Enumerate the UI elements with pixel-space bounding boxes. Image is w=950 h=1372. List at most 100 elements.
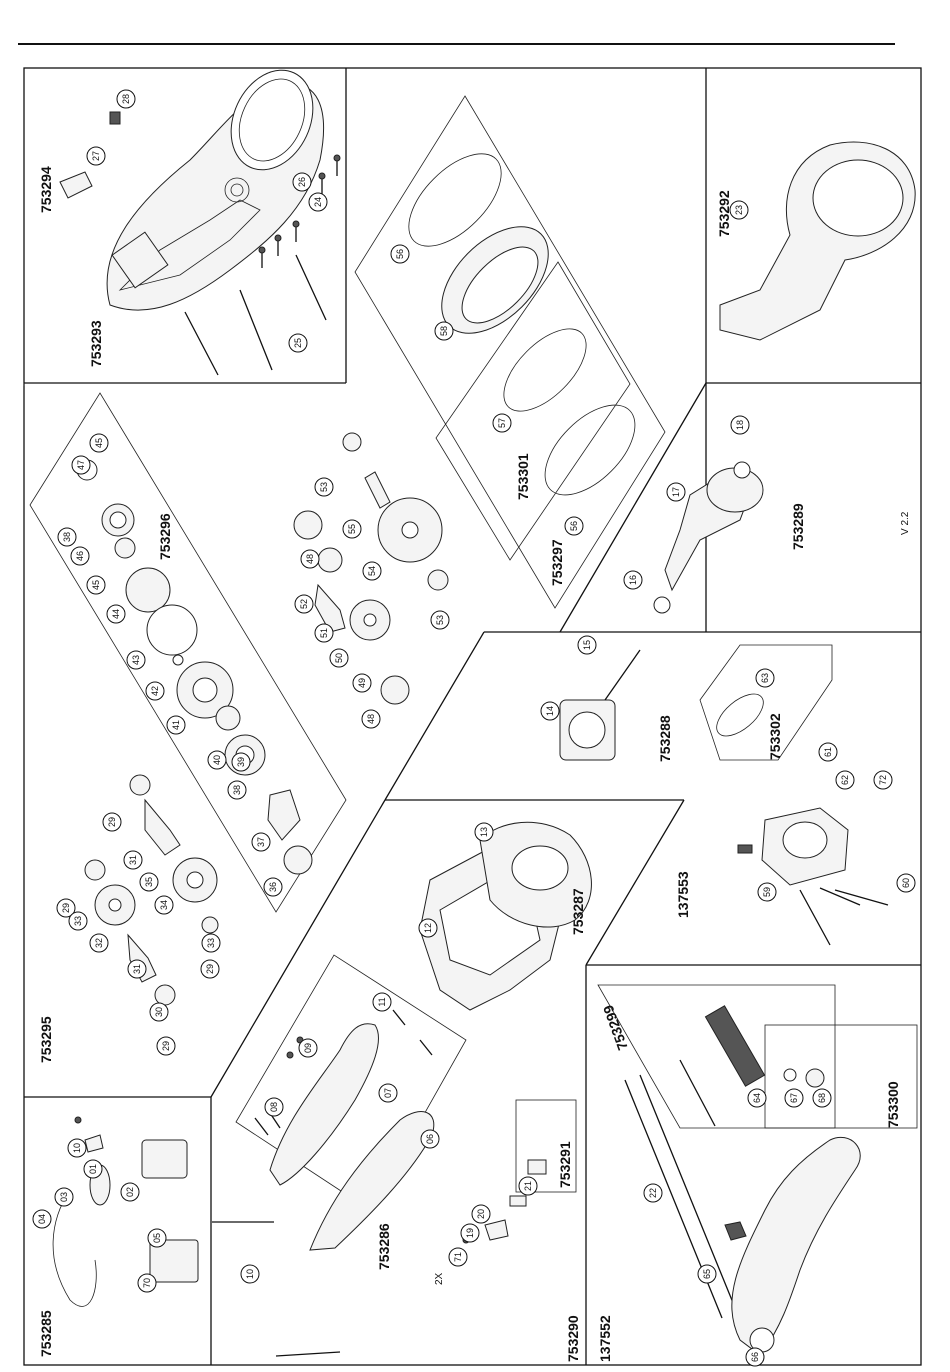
part-number: 12 [423,923,433,933]
group-label-753296: 753296 [157,513,173,560]
sheet-frame [23,67,922,1366]
part-bubble: 54 [362,561,382,581]
part-number: 10 [72,1143,82,1153]
part-number: 59 [762,887,772,897]
part-bubble: 51 [314,623,334,643]
part-bubble: 47 [71,455,91,475]
part-bubble: 46 [70,546,90,566]
part-number: 71 [453,1252,463,1262]
part-bubble: 13 [474,822,494,842]
part-bubble: 24 [308,192,328,212]
group-label-753286: 753286 [376,1223,392,1270]
part-number: 14 [545,706,555,716]
part-bubble: 60 [896,873,916,893]
group-outlines [23,95,918,1211]
part-number: 18 [735,420,745,430]
group-label-753300: 753300 [885,1081,901,1128]
part-bubble: 53 [314,477,334,497]
group-label-753289: 753289 [790,503,806,550]
part-bubble: 63 [755,668,775,688]
part-number: 13 [479,827,489,837]
part-number: 44 [111,609,121,619]
group-label-753302: 753302 [767,713,783,760]
part-bubble: 33 [201,933,221,953]
group-label-753294: 753294 [38,166,54,213]
part-number: 24 [313,197,323,207]
part-bubble: 38 [227,780,247,800]
part-bubble: 31 [123,850,143,870]
group-label-753290: 753290 [565,1315,581,1362]
screws-24 [258,154,341,268]
part-bubble: 48 [300,549,320,569]
screws-10 [212,1221,341,1357]
part-number: 05 [152,1233,162,1243]
group-label-753297: 753297 [549,539,565,586]
part-number: 40 [212,755,222,765]
part-number: 53 [319,482,329,492]
part-number: 15 [582,640,592,650]
part-number: 54 [367,566,377,576]
part-number: 35 [144,877,154,887]
group-label-753288: 753288 [657,715,673,762]
part-number: 68 [817,1093,827,1103]
part-bubble: 19 [460,1223,480,1243]
section-dividers [24,68,921,1365]
group-label-753291: 753291 [557,1141,573,1188]
shaft-assembly-drawing [84,774,219,1006]
part-bubble: 61 [818,742,838,762]
part-bubble: 07 [378,1083,398,1103]
part-number: 16 [628,575,638,585]
part-bubble: 32 [89,933,109,953]
part-bubble: 23 [729,200,749,220]
part-number: 42 [150,686,160,696]
part-number: 34 [159,900,169,910]
brush-holder-27 [59,171,93,199]
part-number: 41 [171,720,181,730]
part-number: 08 [269,1102,279,1112]
part-bubble: 42 [145,681,165,701]
part-bubble: 29 [102,812,122,832]
part-number: 02 [125,1187,135,1197]
wrench-drawing [624,1074,861,1356]
cover-753292-drawing [719,141,916,341]
part-bubble: 06 [420,1129,440,1149]
part-number: 31 [132,964,142,974]
part-bubble: 45 [86,575,106,595]
part-bubble: 70 [137,1273,157,1293]
group-label-753287: 753287 [570,888,586,935]
group-label-753299: 753299 [600,1003,631,1053]
part-number: 37 [256,837,266,847]
part-number: 55 [347,524,357,534]
part-number: 30 [154,1007,164,1017]
tommy-bar-drawing [679,1005,825,1127]
part-number: 57 [497,418,507,428]
part-number: 53 [435,615,445,625]
part-number: 64 [752,1093,762,1103]
long-bolts-25 [184,254,327,376]
part-bubble: 49 [352,673,372,693]
brush-items-drawing [462,1159,547,1244]
center-gears-drawing [293,432,449,705]
part-bubble: 21 [518,1176,538,1196]
part-bubble: 53 [430,610,450,630]
part-bubble: 35 [139,872,159,892]
part-bubble: 48 [361,709,381,729]
part-number: 29 [205,964,215,974]
part-number: 17 [671,487,681,497]
group-label-137553: 137553 [675,871,691,918]
part-number: 48 [366,714,376,724]
part-bubble: 44 [106,604,126,624]
part-number: 45 [94,438,104,448]
part-number: 67 [789,1093,799,1103]
part-bubble: 31 [127,959,147,979]
part-bubble: 12 [418,918,438,938]
part-bubble: 39 [231,752,251,772]
part-number: 48 [305,554,315,564]
part-bubble: 15 [577,635,597,655]
part-bubble: 29 [156,1036,176,1056]
part-number: 19 [465,1228,475,1238]
part-number: 28 [121,94,131,104]
part-bubble: 37 [251,832,271,852]
part-number: 62 [840,775,850,785]
part-number-bubbles: 2827262425235658575618171645473846454443… [32,89,916,1367]
